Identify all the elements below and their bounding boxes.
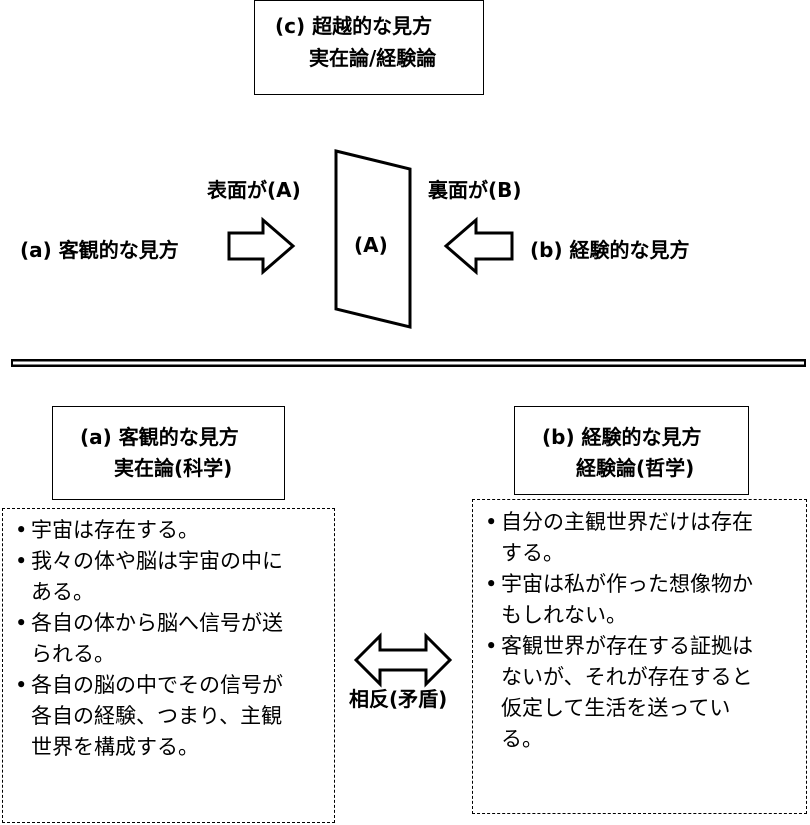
panel-shape: [334, 149, 412, 329]
contradiction-label: 相反(矛盾): [349, 687, 448, 711]
statement-line: 宇宙は存在する。: [31, 518, 199, 542]
bullet-icon: •: [15, 611, 28, 635]
statement-line: する。: [501, 541, 564, 565]
statement-line: 宇宙は私が作った想像物か: [501, 572, 753, 596]
bullet-icon: •: [15, 549, 28, 573]
statement-item: •我々の体や脳は宇宙の中にある。: [3, 546, 334, 608]
statement-line: もしれない。: [501, 603, 627, 627]
transcendent-view-subtitle: 実在論/経験論: [309, 46, 437, 70]
statement-item: •各自の体から脳へ信号が送られる。: [3, 608, 334, 670]
realism-header-title: (a) 客観的な見方: [80, 425, 239, 449]
statement-line: ないが、それが存在すると: [501, 665, 753, 689]
statement-line: 世界を構成する。: [31, 735, 199, 759]
objective-view-label: (a) 客観的な見方: [20, 238, 179, 262]
statement-line: 各自の経験、つまり、主観: [31, 704, 283, 728]
transcendent-view-title: (c) 超越的な見方: [275, 14, 433, 38]
empiricism-header-box: (b) 経験的な見方 経験論(哲学): [514, 406, 749, 495]
statement-item: •宇宙は私が作った想像物かもしれない。: [473, 569, 806, 631]
double-arrow-icon: [353, 632, 453, 688]
left-arrow-icon: [443, 216, 514, 276]
realism-header-box: (a) 客観的な見方 実在論(科学): [52, 406, 285, 500]
statement-item: •自分の主観世界だけは存在する。: [473, 507, 806, 569]
statement-line: 客観世界が存在する証拠は: [501, 634, 753, 658]
statement-item: •各自の脳の中でその信号が各自の経験、つまり、主観世界を構成する。: [3, 670, 334, 763]
statement-line: 自分の主観世界だけは存在: [501, 510, 753, 534]
bullet-icon: •: [485, 634, 498, 658]
bullet-icon: •: [485, 510, 498, 534]
empiricism-statements-box: •自分の主観世界だけは存在する。•宇宙は私が作った想像物かもしれない。•客観世界…: [472, 499, 807, 814]
realism-statements-box: •宇宙は存在する。•我々の体や脳は宇宙の中にある。•各自の体から脳へ信号が送られ…: [2, 508, 335, 823]
statement-line: 各自の体から脳へ信号が送: [31, 611, 283, 635]
statement-item: •宇宙は存在する。: [3, 515, 334, 546]
empirical-view-label: (b) 経験的な見方: [530, 238, 690, 262]
bullet-icon: •: [485, 572, 498, 596]
right-arrow-icon: [227, 216, 296, 276]
statement-line: 我々の体や脳は宇宙の中に: [31, 549, 283, 573]
bullet-icon: •: [15, 673, 28, 697]
transcendent-view-box: (c) 超越的な見方 実在論/経験論: [254, 0, 484, 95]
panel-center-label: (A): [354, 233, 388, 257]
back-side-label: 裏面が(B): [428, 178, 522, 202]
statement-line: ある。: [31, 580, 94, 604]
statement-line: られる。: [31, 642, 115, 666]
bullet-icon: •: [15, 518, 28, 542]
realism-header-subtitle: 実在論(科学): [114, 456, 233, 480]
empiricism-header-title: (b) 経験的な見方: [542, 425, 702, 449]
statement-line: る。: [501, 727, 543, 751]
front-side-label: 表面が(A): [207, 178, 301, 202]
statement-item: •客観世界が存在する証拠はないが、それが存在すると仮定して生活を送っている。: [473, 631, 806, 755]
statement-line: 各自の脳の中でその信号が: [31, 673, 283, 697]
empiricism-header-subtitle: 経験論(哲学): [576, 456, 695, 480]
realism-statements: •宇宙は存在する。•我々の体や脳は宇宙の中にある。•各自の体から脳へ信号が送られ…: [3, 515, 334, 763]
empiricism-statements: •自分の主観世界だけは存在する。•宇宙は私が作った想像物かもしれない。•客観世界…: [473, 507, 806, 755]
statement-line: 仮定して生活を送ってい: [501, 696, 731, 720]
